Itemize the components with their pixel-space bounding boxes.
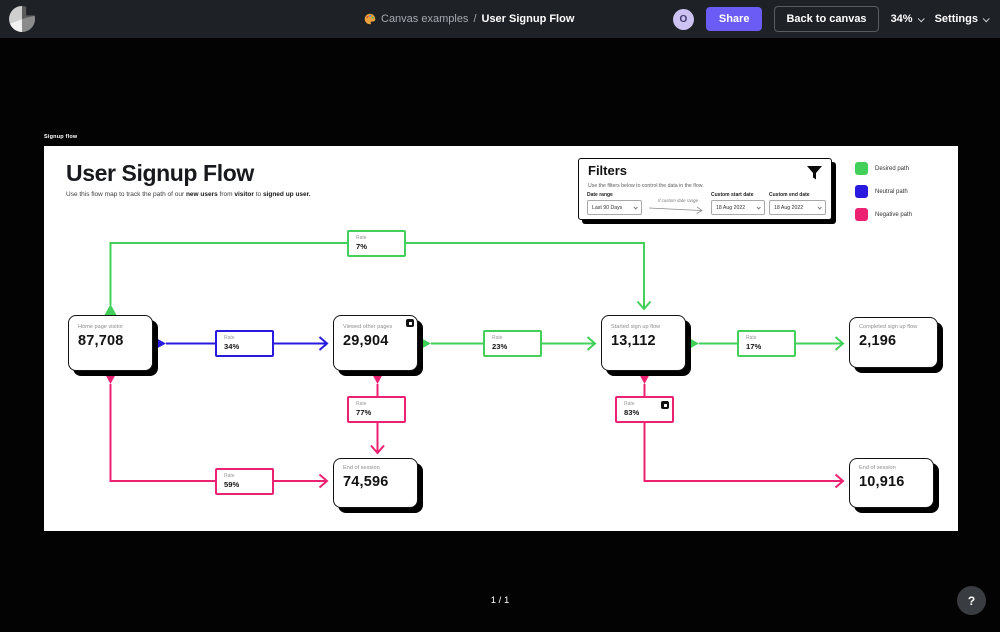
node-value: 2,196 — [859, 333, 897, 349]
funnel-icon — [807, 166, 822, 180]
topbar-actions: O Share Back to canvas 34% Settings — [672, 0, 990, 38]
breadcrumb-section[interactable]: Canvas examples — [381, 13, 469, 25]
rate-label: Rate — [224, 473, 235, 479]
comment-badge[interactable] — [406, 319, 414, 327]
chevron-down-icon — [917, 14, 925, 22]
node-value: 74,596 — [343, 474, 389, 490]
node-viewed-other-pages[interactable]: Viewed other pages 29,904 — [333, 315, 418, 371]
custom-start-date-select[interactable]: 18 Aug 2022 — [711, 200, 765, 215]
node-value: 13,112 — [611, 333, 656, 349]
node-label: Home page visitor — [78, 324, 124, 330]
zoom-level-value: 34% — [890, 13, 913, 25]
filters-panel: Filters Use the filters below to control… — [578, 158, 832, 220]
chevron-down-icon — [982, 14, 990, 22]
rate-value: 77% — [356, 408, 372, 417]
rate-label: Rate — [356, 401, 367, 407]
settings-label: Settings — [934, 13, 978, 25]
filters-title: Filters — [588, 163, 628, 178]
breadcrumb-separator: / — [473, 13, 477, 25]
frame-label[interactable]: Signup flow — [44, 134, 78, 140]
chevron-down-icon — [632, 205, 638, 210]
rate-box-77[interactable]: Rate 77% — [347, 396, 406, 423]
palette-icon — [364, 13, 376, 25]
custom-end-date-select[interactable]: 18 Aug 2022 — [769, 200, 826, 215]
negative-path-swatch — [855, 208, 868, 221]
avatar[interactable]: O — [672, 8, 694, 30]
node-value: 29,904 — [343, 333, 389, 349]
share-button[interactable]: Share — [705, 7, 763, 31]
rate-label: Rate — [746, 335, 757, 341]
rate-box-83[interactable]: Rate 83% — [615, 396, 674, 423]
rate-value: 59% — [224, 480, 240, 489]
node-end-of-session-mid[interactable]: End of session 74,596 — [333, 458, 418, 508]
custom-end-date-label: Custom end date — [769, 192, 810, 198]
node-home-page-visitor[interactable]: Home page visitor 87,708 — [68, 315, 153, 371]
rate-value: 83% — [624, 408, 640, 417]
rate-box-59[interactable]: Rate 59% — [215, 468, 274, 495]
filters-subtitle: Use the filters below to control the dat… — [588, 183, 704, 189]
node-value: 87,708 — [78, 333, 124, 349]
legend-label: Neutral path — [875, 189, 908, 195]
custom-start-date-value: 18 Aug 2022 — [716, 204, 746, 211]
page-indicator: 1 / 1 — [490, 595, 510, 606]
rate-box-34[interactable]: Rate 34% — [215, 330, 274, 357]
custom-start-date-label: Custom start date — [711, 192, 754, 198]
conditional-arrow — [648, 206, 703, 214]
zoom-level-control[interactable]: 34% — [890, 13, 925, 25]
conditional-arrow-label: If custom date range — [657, 198, 699, 203]
node-label: Completed sign up flow — [859, 324, 918, 330]
node-label: Viewed other pages — [343, 324, 393, 330]
app-logo-icon[interactable] — [9, 6, 35, 32]
node-label: End of session — [343, 465, 380, 471]
topbar: Canvas examples / User Signup Flow O Sha… — [0, 0, 1000, 38]
node-label: End of session — [859, 465, 896, 471]
node-label: Started sign up flow — [611, 324, 661, 330]
node-end-of-session-right[interactable]: End of session 10,916 — [849, 458, 934, 508]
settings-menu[interactable]: Settings — [934, 13, 990, 25]
page-description: Use this flow map to track the path of o… — [66, 191, 311, 198]
neutral-path-swatch — [855, 185, 868, 198]
rate-box-7[interactable]: Rate 7% — [347, 230, 406, 257]
custom-end-date-value: 18 Aug 2022 — [774, 204, 804, 211]
rate-value: 34% — [224, 342, 240, 351]
custom-start-date-field: Custom start date 18 Aug 2022 — [711, 192, 765, 215]
node-started-sign-up-flow[interactable]: Started sign up flow 13,112 — [601, 315, 686, 371]
rate-label: Rate — [624, 401, 635, 407]
date-range-field: Date range Last 90 Days — [587, 192, 642, 215]
node-value: 10,916 — [859, 474, 905, 490]
legend-label: Desired path — [875, 166, 910, 172]
rate-value: 23% — [492, 342, 508, 351]
rate-value: 17% — [746, 342, 762, 351]
page-title: User Signup Flow — [66, 160, 254, 186]
back-to-canvas-button[interactable]: Back to canvas — [774, 6, 879, 32]
chevron-down-icon — [755, 205, 761, 210]
rate-label: Rate — [492, 335, 503, 341]
comment-badge[interactable] — [661, 401, 669, 409]
legend-item-desired: Desired path — [855, 162, 909, 175]
rate-box-17[interactable]: Rate 17% — [737, 330, 796, 357]
legend-item-negative: Negative path — [855, 208, 912, 221]
custom-end-date-field: Custom end date 18 Aug 2022 — [769, 192, 826, 215]
legend-label: Negative path — [875, 212, 913, 218]
breadcrumb: Canvas examples / User Signup Flow — [364, 0, 574, 38]
date-range-select[interactable]: Last 90 Days — [587, 200, 642, 215]
help-button[interactable]: ? — [957, 586, 986, 615]
rate-label: Rate — [356, 235, 367, 241]
rate-box-23[interactable]: Rate 23% — [483, 330, 542, 357]
date-range-label: Date range — [587, 192, 613, 198]
date-range-value: Last 90 Days — [592, 204, 623, 211]
rate-label: Rate — [224, 335, 235, 341]
rate-value: 7% — [356, 242, 367, 251]
legend-item-neutral: Neutral path — [855, 185, 908, 198]
desired-path-swatch — [855, 162, 868, 175]
node-completed-sign-up-flow[interactable]: Completed sign up flow 2,196 — [849, 317, 938, 368]
breadcrumb-page-title: User Signup Flow — [481, 13, 575, 25]
chevron-down-icon — [816, 205, 822, 210]
